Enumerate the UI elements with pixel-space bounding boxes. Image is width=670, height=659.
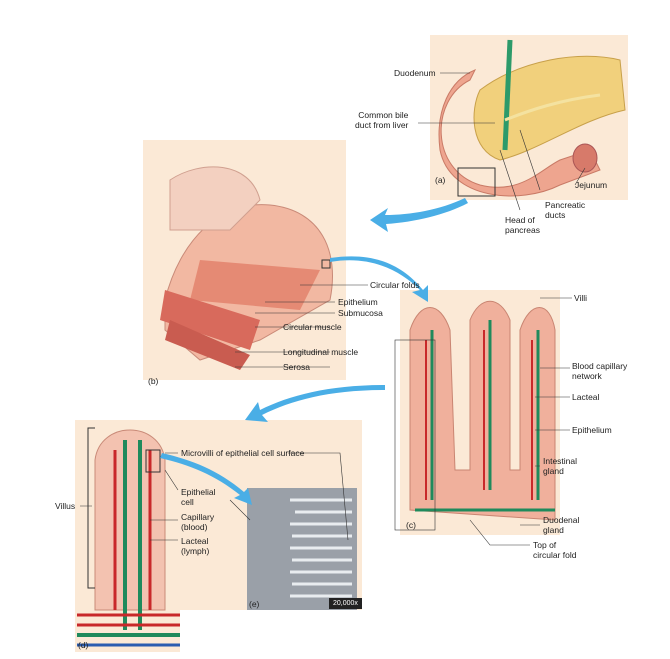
- panel-b-tag: (b): [148, 376, 159, 386]
- label-lacteal-c: Lacteal: [572, 392, 600, 402]
- label-epithelium-c: Epithelium: [572, 425, 612, 435]
- label-microvilli: Microvilli of epithelial cell surface: [181, 448, 305, 458]
- intestine-wall-illustration: [160, 166, 333, 370]
- label-jejunum: Jejunum: [575, 180, 608, 190]
- duodenum-pancreas-illustration: [438, 39, 626, 197]
- label-head-of-pancreas: Head of pancreas: [505, 215, 540, 235]
- label-serosa: Serosa: [283, 362, 310, 372]
- label-pancreatic-ducts: Pancreatic ducts: [545, 200, 586, 220]
- label-intestinal-gland: Intestinal gland: [543, 456, 578, 476]
- magnification-badge: 20,000x: [329, 598, 362, 609]
- villus-illustration: [77, 427, 180, 647]
- flow-arrows: [160, 198, 468, 505]
- panel-e-tag: (e): [249, 599, 260, 609]
- label-common-bile-duct: Common bile duct from liver: [355, 110, 409, 130]
- label-circular-folds: Circular folds: [370, 280, 420, 290]
- villi-illustration: [394, 300, 556, 531]
- label-circular-muscle: Circular muscle: [283, 322, 342, 332]
- arrow-b-to-c: [330, 256, 428, 302]
- label-top-of-circular-fold: Top of circular fold: [533, 540, 577, 560]
- label-villus: Villus: [55, 501, 76, 511]
- label-epithelial-cell: Epithelial cell: [181, 487, 216, 507]
- label-epithelium-b: Epithelium: [338, 297, 378, 307]
- label-duodenum: Duodenum: [394, 68, 436, 78]
- panel-c-tag: (c): [406, 520, 416, 530]
- label-longitudinal-muscle: Longitudinal muscle: [283, 347, 359, 357]
- label-lacteal-d: Lacteal (lymph): [181, 536, 210, 556]
- label-blood-capillary-network: Blood capillary network: [572, 361, 628, 381]
- label-capillary: Capillary (blood): [181, 512, 215, 532]
- micrograph-illustration: [247, 488, 357, 610]
- arrow-c-to-d: [245, 385, 385, 422]
- label-villi: Villi: [574, 293, 588, 303]
- arrow-d-to-e: [160, 453, 252, 505]
- panel-a-tag: (a): [435, 175, 446, 185]
- panel-d-tag: (d): [78, 640, 89, 650]
- arrow-a-to-b: [370, 198, 468, 232]
- label-submucosa: Submucosa: [338, 308, 383, 318]
- label-duodenal-gland: Duodenal gland: [543, 515, 580, 535]
